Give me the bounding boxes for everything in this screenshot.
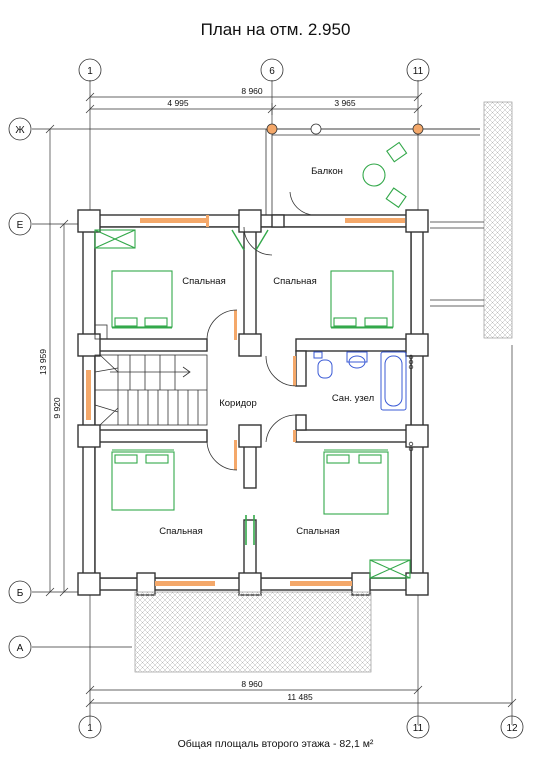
axis-label-bottom-11: 11 xyxy=(413,723,424,734)
door-leaf xyxy=(293,430,296,442)
page-title: План на отм. 2.950 xyxy=(200,20,351,39)
dim-top-total: 8 960 xyxy=(241,86,263,96)
axis-markers: 1 6 11 1 11 12 Ж Е Б А xyxy=(8,58,524,739)
axis-label-a: А xyxy=(17,643,24,654)
axis-marker-bottom-1 xyxy=(78,715,102,739)
axis-label-bottom-12: 12 xyxy=(506,723,518,734)
door-leaf xyxy=(234,440,237,470)
roof-strip xyxy=(483,101,513,339)
axis-marker-top-6 xyxy=(260,58,284,82)
axis-label-top-11: 11 xyxy=(413,66,424,77)
door-leaf xyxy=(206,215,209,227)
door-swings xyxy=(206,191,317,545)
window xyxy=(290,581,352,586)
bathtub xyxy=(380,351,407,411)
balcony: Балкон xyxy=(265,123,480,215)
door-leaf xyxy=(234,310,237,340)
room-label-corridor: Коридор xyxy=(219,398,257,409)
windows xyxy=(86,215,405,586)
bed-top-right xyxy=(330,270,394,329)
window xyxy=(345,218,405,223)
axis-marker-bottom-12 xyxy=(500,715,524,739)
dim-bottom-outer: 11 485 xyxy=(287,692,313,702)
dim-bottom-inner: 8 960 xyxy=(241,679,263,689)
axis-marker-top-1 xyxy=(78,58,102,82)
dim-top-left: 4 995 xyxy=(167,98,189,108)
bed-bottom-left xyxy=(111,449,175,511)
toilet xyxy=(317,359,333,379)
balcony-table xyxy=(362,163,386,187)
axis-marker-b xyxy=(8,580,32,604)
bed-bottom-right xyxy=(323,449,389,515)
balcony-chair xyxy=(385,187,407,209)
terrace-roof xyxy=(134,591,372,673)
axis-label-bottom-1: 1 xyxy=(87,723,93,734)
axis-marker-zh xyxy=(8,117,32,141)
window xyxy=(155,581,215,586)
dimension-lines xyxy=(45,92,517,708)
window xyxy=(86,370,91,420)
axis-label-e: Е xyxy=(17,220,24,231)
column-post xyxy=(310,123,322,135)
window xyxy=(140,218,206,223)
sink xyxy=(346,351,368,363)
dim-left-outer: 13 959 xyxy=(38,349,48,375)
total-area-caption: Общая площаль второго этажа - 82,1 м² xyxy=(177,738,374,750)
column-post xyxy=(412,123,424,135)
balcony-chair xyxy=(386,141,408,163)
wardrobe xyxy=(94,229,136,249)
bed-top-left xyxy=(111,270,173,329)
room-label-bedroom-bottom-right: Спальная xyxy=(296,526,339,537)
room-label-balcony: Балкон xyxy=(311,166,343,177)
axis-marker-bottom-11 xyxy=(406,715,430,739)
axis-marker-a xyxy=(8,635,32,659)
door-leaf xyxy=(293,356,296,386)
staircase xyxy=(94,354,208,426)
column-post xyxy=(266,123,278,135)
room-label-bedroom-bottom-left: Спальная xyxy=(159,526,202,537)
bathroom-fixtures xyxy=(313,351,414,452)
room-label-bedroom-top-right: Спальная xyxy=(273,276,316,287)
log-joints xyxy=(77,209,429,596)
room-label-bathroom: Сан. узел xyxy=(332,393,374,404)
dim-top-right: 3 965 xyxy=(334,98,356,108)
cabinet xyxy=(94,324,108,340)
room-label-bedroom-top-left: Спальная xyxy=(182,276,225,287)
axis-label-b: Б xyxy=(17,588,24,599)
axis-label-top-1: 1 xyxy=(87,66,93,77)
axis-label-zh: Ж xyxy=(15,125,25,136)
axis-marker-e xyxy=(8,212,32,236)
dim-left-inner: 9 920 xyxy=(52,397,62,419)
wardrobe xyxy=(369,559,411,579)
axis-marker-top-11 xyxy=(406,58,430,82)
axis-label-top-6: 6 xyxy=(269,66,275,77)
